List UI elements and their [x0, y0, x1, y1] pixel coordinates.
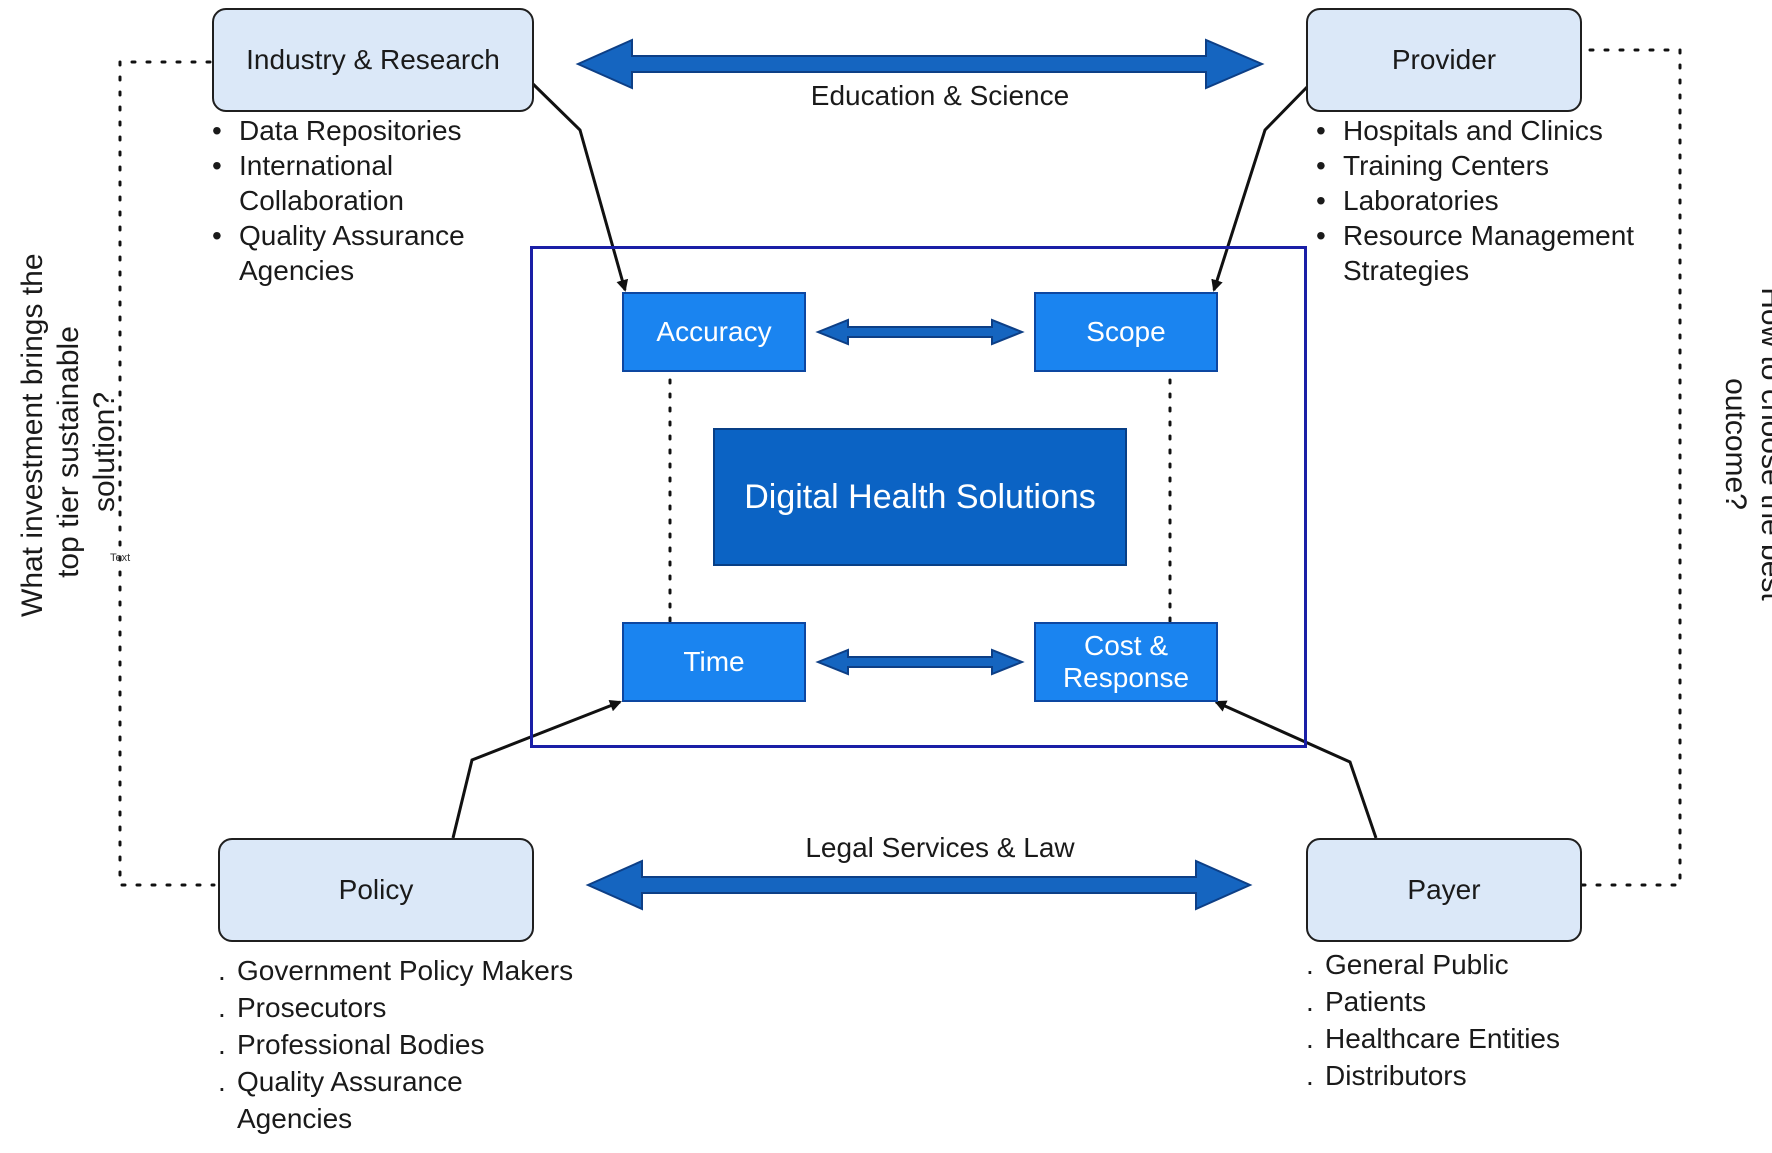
industry-research-box: Industry & Research	[212, 8, 534, 112]
legal-services-label: Legal Services & Law	[805, 832, 1075, 863]
payer-to-cost-arrow	[1214, 700, 1378, 839]
center-title: Digital Health Solutions	[744, 477, 1096, 516]
payer-list: General Public Patients Healthcare Entit…	[1306, 946, 1560, 1094]
payer-title: Payer	[1407, 874, 1481, 905]
cost-response-box: Cost & Response	[1034, 622, 1218, 702]
scope-box: Scope	[1034, 292, 1218, 372]
cost-label-line2: Response	[1062, 662, 1190, 693]
list-item: Quality Assurance	[212, 218, 465, 253]
payer-box: Payer	[1306, 838, 1582, 942]
list-item: Training Centers	[1316, 148, 1634, 183]
list-item: Strategies	[1343, 255, 1470, 286]
list-item: Healthcare Entities	[1306, 1020, 1560, 1057]
policy-list: Government Policy Makers Prosecutors Pro…	[218, 952, 573, 1137]
policy-box: Policy	[218, 838, 534, 942]
policy-to-time-arrow	[451, 700, 622, 839]
provider-list: Hospitals and Clinics Training Centers L…	[1316, 113, 1634, 288]
list-item: Laboratories	[1316, 183, 1634, 218]
education-double-arrow	[575, 38, 1265, 90]
left-question-line2: top tier sustainable	[52, 326, 85, 578]
digital-health-solutions-box: Digital Health Solutions	[713, 428, 1127, 566]
stray-text-label: Text	[110, 552, 131, 564]
list-item: Quality Assurance	[218, 1063, 573, 1100]
list-item: Hospitals and Clinics	[1316, 113, 1634, 148]
right-question: How to choose the best outcome?	[1715, 274, 1772, 614]
provider-title: Provider	[1391, 44, 1497, 75]
list-item: Data Repositories	[212, 113, 465, 148]
left-question-line1: What investment brings the	[16, 253, 49, 617]
accuracy-scope-double-arrow	[815, 318, 1025, 346]
list-item: General Public	[1306, 946, 1560, 983]
list-item: Government Policy Makers	[218, 952, 573, 989]
list-item: Patients	[1306, 983, 1560, 1020]
education-science-label: Education & Science	[810, 80, 1070, 111]
left-question-line3: solution?	[88, 391, 121, 513]
list-item: Resource Management	[1316, 218, 1634, 253]
list-item: Prosecutors	[218, 989, 573, 1026]
provider-box: Provider	[1306, 8, 1582, 112]
list-item: Collaboration	[239, 185, 404, 216]
industry-to-accuracy-arrow	[531, 82, 629, 292]
time-cost-double-arrow	[815, 648, 1025, 676]
industry-title: Industry & Research	[246, 44, 500, 75]
industry-list: Data Repositories International Collabor…	[212, 113, 465, 288]
list-item: Distributors	[1306, 1057, 1560, 1094]
scope-label: Scope	[1086, 315, 1166, 347]
list-item: Agencies	[239, 255, 355, 286]
right-dotted-loop	[1578, 48, 1682, 887]
solution-frame	[530, 246, 1307, 748]
accuracy-label: Accuracy	[656, 315, 772, 347]
list-item: International	[212, 148, 465, 183]
right-question-line2: outcome?	[1719, 378, 1752, 510]
accuracy-box: Accuracy	[622, 292, 806, 372]
provider-to-scope-arrow	[1211, 82, 1312, 292]
list-item: Professional Bodies	[218, 1026, 573, 1063]
left-dotted-loop	[118, 60, 216, 887]
right-question-line1: How to choose the best	[1755, 287, 1772, 601]
time-label: Time	[683, 645, 745, 677]
cost-label-line1: Cost &	[1083, 629, 1169, 661]
left-question: What investment brings the top tier sust…	[15, 253, 125, 617]
time-box: Time	[622, 622, 806, 702]
list-item: Agencies	[237, 1103, 353, 1134]
legal-double-arrow	[585, 859, 1253, 911]
policy-title: Policy	[338, 874, 414, 905]
